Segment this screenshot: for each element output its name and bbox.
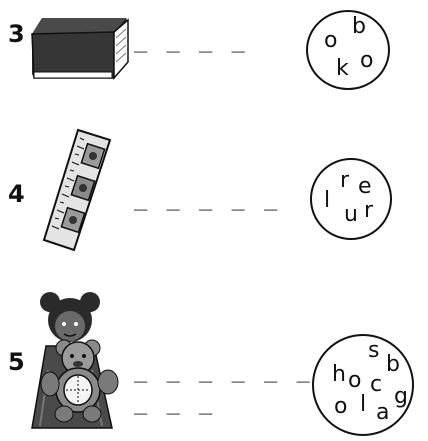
ruler-icon xyxy=(42,128,112,252)
scrambled-letter: o xyxy=(348,368,362,393)
scrambled-letter: o xyxy=(334,394,348,419)
scrambled-letter: l xyxy=(360,392,367,417)
teddy-doll-icon xyxy=(31,292,119,429)
scrambled-letter: g xyxy=(394,384,408,409)
scrambled-letter: u xyxy=(344,202,358,227)
letter-circle: s h o b c g o l a xyxy=(312,334,414,436)
scrambled-letter: a xyxy=(376,400,390,425)
answer-blanks: _ _ _ _ xyxy=(134,28,248,53)
item-number: 3 xyxy=(8,20,25,48)
scrambled-letter: b xyxy=(352,14,366,39)
answer-blanks-line2: _ _ _ xyxy=(134,390,216,415)
scrambled-letter: e xyxy=(358,174,372,199)
letter-circle: o b o k xyxy=(306,10,390,90)
scrambled-letter: s xyxy=(368,338,380,363)
item-number: 5 xyxy=(8,348,25,376)
scrambled-letter: o xyxy=(360,48,374,73)
item-number: 4 xyxy=(8,180,25,208)
scrambled-letter: h xyxy=(332,362,346,387)
scrambled-letter: k xyxy=(336,56,349,81)
answer-blanks: _ _ _ _ _ _ xyxy=(134,358,313,383)
scrambled-letter: r xyxy=(364,198,374,223)
book-icon xyxy=(31,18,129,80)
letter-circle: r e l u r xyxy=(310,158,392,240)
scrambled-letter: c xyxy=(370,372,383,397)
scrambled-letter: r xyxy=(340,168,350,193)
scrambled-letter: l xyxy=(324,188,331,213)
scrambled-letter: b xyxy=(386,352,400,377)
scrambled-letter: o xyxy=(324,28,338,53)
answer-blanks: _ _ _ _ _ xyxy=(134,186,281,211)
